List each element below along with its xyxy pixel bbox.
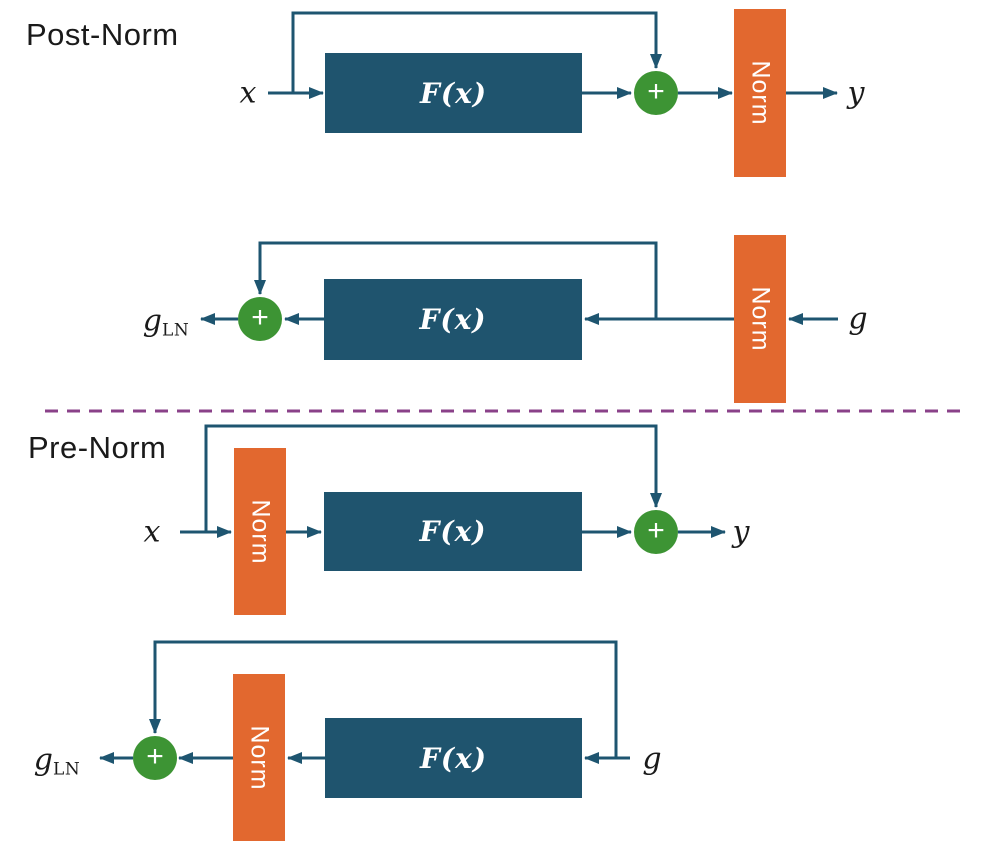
d4-fx-label: F(x) — [419, 741, 488, 775]
d3-norm-label: Norm — [246, 498, 275, 565]
d2-fx-block: F(x) — [324, 279, 582, 360]
d1-plus-icon: + — [647, 74, 665, 108]
d3-fx-block: F(x) — [324, 492, 582, 571]
d2-skip-wire — [254, 241, 658, 319]
d3-norm-block: Norm — [234, 448, 286, 615]
d1-output-label: y — [847, 75, 865, 111]
d4-skip-wire — [149, 640, 618, 758]
d2-norm-block: Norm — [734, 235, 786, 403]
d1-fx-label: F(x) — [419, 76, 488, 110]
d3-input-label: x — [143, 514, 161, 550]
d3-output-label: y — [732, 514, 750, 550]
d4-plus-icon: + — [146, 739, 164, 773]
d1-norm-label: Norm — [746, 60, 775, 126]
d4-plus-node: + — [133, 736, 177, 780]
d1-norm-block: Norm — [734, 9, 786, 177]
d3-plus-node: + — [634, 510, 678, 554]
d2-output-subscript: LN — [162, 320, 190, 341]
d1-input-label: x — [239, 75, 257, 111]
pre-norm-title: Pre-Norm — [28, 430, 167, 465]
d1-plus-node: + — [634, 71, 678, 115]
d2-output-base: g — [142, 303, 163, 339]
d2-input-label: g — [848, 301, 868, 337]
d1-fx-block: F(x) — [325, 53, 582, 133]
d2-output-label: gLN — [142, 303, 190, 341]
d2-plus-node: + — [238, 297, 282, 341]
d4-output-subscript: LN — [53, 759, 81, 780]
d2-norm-label: Norm — [746, 286, 775, 352]
post-norm-title: Post-Norm — [26, 17, 179, 52]
d4-input-label: g — [642, 741, 662, 777]
d4-output-base: g — [33, 742, 54, 778]
d3-fx-label: F(x) — [419, 515, 487, 548]
d4-fx-block: F(x) — [325, 718, 582, 798]
d2-fx-label: F(x) — [419, 303, 487, 336]
d2-plus-icon: + — [251, 300, 269, 334]
d3-skip-wire — [204, 424, 662, 532]
d3-plus-icon: + — [647, 513, 665, 547]
d4-norm-block: Norm — [233, 674, 285, 841]
d1-skip-wire — [291, 11, 662, 93]
d4-output-label: gLN — [33, 742, 81, 780]
d4-norm-label: Norm — [245, 724, 274, 791]
